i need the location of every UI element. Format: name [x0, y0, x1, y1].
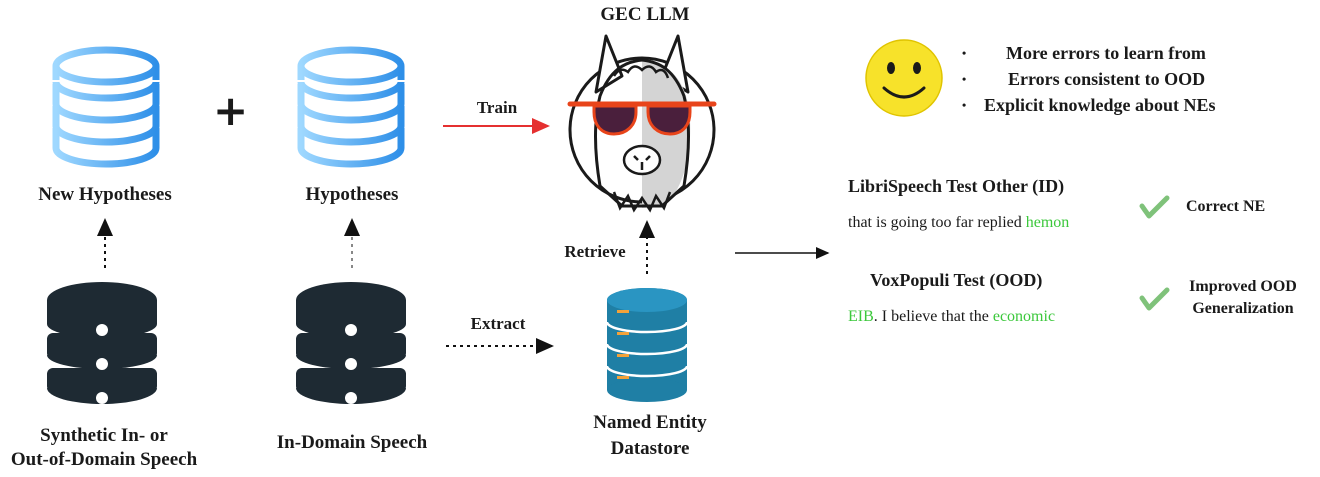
named-entity-datastore-label: Named Entity Datastore [570, 410, 730, 462]
librispeech-named-entity: hemon [1025, 214, 1070, 231]
benefit-item: • Errors consistent to OOD [962, 66, 1282, 92]
extract-label: Extract [470, 314, 526, 333]
librispeech-example: that is going too far replied hemon [848, 214, 1069, 232]
bullet-icon: • [962, 46, 967, 60]
datastore-label-line1: Named Entity [593, 412, 707, 433]
librispeech-example-prefix: that is going too far replied [848, 214, 1026, 231]
correct-ne-badge: Correct NE [1186, 198, 1266, 215]
train-label: Train [476, 98, 518, 117]
in-domain-speech-database-icon [296, 282, 406, 404]
improved-ood-badge: Improved OOD Generalization [1168, 276, 1318, 320]
retrieve-label: Retrieve [564, 242, 626, 261]
plus-sign: + [213, 86, 249, 135]
improved-ood-badge-line2: Generalization [1192, 300, 1294, 317]
improved-ood-check-icon [1139, 287, 1170, 311]
voxpopuli-example: EIB. I believe that the economic [848, 308, 1055, 326]
voxpopuli-example-middle: . I believe that the [873, 308, 993, 325]
hypotheses-database-icon [297, 46, 405, 168]
benefit-text: Errors consistent to OOD [1008, 69, 1206, 89]
new-hypotheses-label: New Hypotheses [38, 184, 172, 205]
benefit-item: • More errors to learn from [962, 40, 1282, 66]
improved-ood-badge-line1: Improved OOD [1189, 278, 1297, 295]
llama-logo-icon [567, 34, 717, 213]
bullet-icon: • [962, 98, 967, 112]
gec-llm-title: GEC LLM [600, 4, 690, 25]
datastore-label-line2: Datastore [610, 438, 690, 459]
new-hypotheses-database-icon [52, 46, 160, 168]
benefit-item: • Explicit knowledge about NEs [962, 92, 1282, 118]
benefit-text: Explicit knowledge about NEs [984, 95, 1216, 115]
synthetic-speech-label-line1: Synthetic In- or [40, 425, 168, 446]
in-domain-speech-label: In-Domain Speech [276, 432, 428, 453]
smiley-face-icon [865, 39, 943, 117]
named-entity-datastore-icon [605, 288, 689, 402]
synthetic-speech-label-line2: Out-of-Domain Speech [10, 449, 198, 470]
benefits-list: • More errors to learn from • Errors con… [962, 40, 1282, 118]
bullet-icon: • [962, 72, 967, 86]
voxpopuli-named-entity-2: economic [992, 308, 1056, 325]
synthetic-speech-label: Synthetic In- or Out-of-Domain Speech [0, 424, 214, 472]
librispeech-title: LibriSpeech Test Other (ID) [848, 176, 1065, 196]
voxpopuli-named-entity-1: EIB [848, 308, 874, 325]
benefit-text: More errors to learn from [1006, 43, 1206, 63]
hypotheses-label: Hypotheses [305, 184, 399, 205]
synthetic-speech-database-icon [47, 282, 157, 404]
voxpopuli-title: VoxPopuli Test (OOD) [870, 270, 1043, 290]
correct-ne-check-icon [1139, 195, 1170, 219]
